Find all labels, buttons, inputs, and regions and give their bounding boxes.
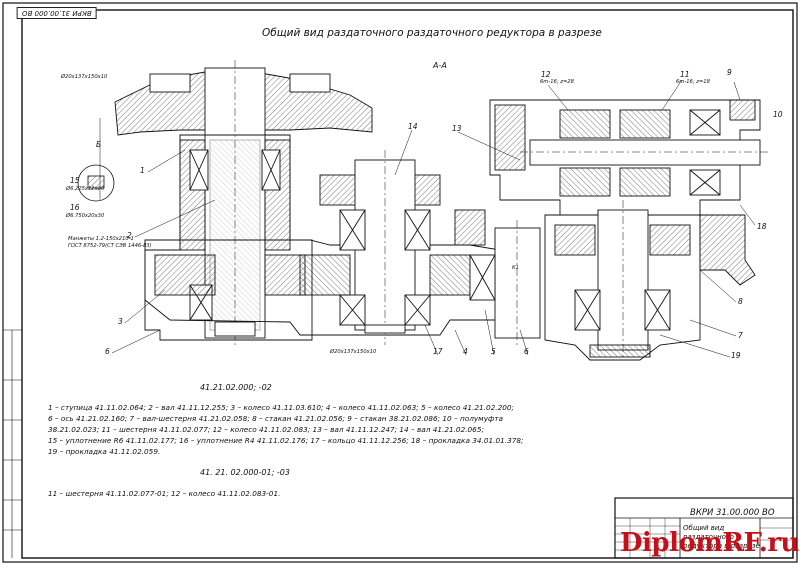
callout-1: 1 <box>140 166 145 175</box>
drawing-code-stamp: ВКРИ 31.00.000 ВО <box>17 7 97 19</box>
callout-6: 6 <box>524 347 529 356</box>
variant-heading-2: 41. 21. 02.000-01; -03 <box>200 468 290 477</box>
variant-heading-1: 41.21.02.000; -02 <box>200 383 272 392</box>
legend-line-3: 38.21.02.023; 11 – шестерня 41.11.02.077… <box>48 425 484 434</box>
variant-2-legend: 11 – шестерня 41.11.02.077-01; 12 – коле… <box>48 489 281 498</box>
upper-gear-assembly <box>489 99 770 286</box>
watermark-suffix: RF.ru <box>722 528 799 558</box>
callout-7: 7 <box>738 331 743 340</box>
callout-2: 2 <box>127 231 132 240</box>
hub-assembly <box>114 60 373 345</box>
lower-gear-assembly <box>544 200 701 361</box>
callout-b: Б <box>96 140 102 149</box>
callout-6-left: 6 <box>105 347 110 356</box>
callout-17: 17 <box>433 347 443 356</box>
callout-9: 9 <box>727 68 732 77</box>
leader-lines <box>99 79 756 358</box>
callout-8: 8 <box>738 297 743 306</box>
note-diameter-top: Ø20x137x150x10 <box>61 74 108 80</box>
section-label: А-А <box>433 61 447 70</box>
callout-5: 5 <box>491 347 496 356</box>
note-module-12: 6m-16; z=28 <box>540 79 574 85</box>
title-block-code: ВКРИ 31.00.000 ВО <box>690 508 775 518</box>
callout-15: 15 <box>70 176 80 185</box>
title-block-name: Общий вид раздаточного редуктора в разре… <box>683 524 760 550</box>
note-k1: К1 <box>512 265 519 271</box>
diplomrf-watermark: DiplomRF.ru <box>620 528 799 558</box>
callout-4: 4 <box>463 347 468 356</box>
inner-frame <box>21 9 794 559</box>
callout-14: 14 <box>408 122 418 131</box>
legend-line-1: 1 – ступица 41.11.02.064; 2 – вал 41.11.… <box>48 403 514 412</box>
legend-line-4: 15 – уплотнение R6 41.11.02.177; 16 – уп… <box>48 436 524 445</box>
note-seal-15: Ø6.225x12x20 <box>66 186 105 192</box>
drawing-title: Общий вид раздаточного раздаточного реду… <box>262 27 602 39</box>
note-diameter-bottom: Ø20x137x150x10 <box>330 349 377 355</box>
title-block-frame <box>614 497 794 559</box>
callout-3: 3 <box>118 317 123 326</box>
note-module-11: 6m-16; z=18 <box>676 79 710 85</box>
legend-line-2: 6 – ось 41.21.02.160; 7 – вал-шестерня 4… <box>48 414 503 423</box>
note-cuff: Манжеты 1.2-150x210-1 <box>68 236 134 242</box>
callout-16: 16 <box>70 203 80 212</box>
left-strip <box>3 329 22 558</box>
note-seal-16: Ø6.750x20x30 <box>66 213 105 219</box>
callout-13: 13 <box>452 124 462 133</box>
callout-19: 19 <box>731 351 741 360</box>
callout-11: 11 <box>680 70 690 79</box>
callout-10: 10 <box>773 110 783 119</box>
gear-train-housing <box>144 150 541 345</box>
legend-line-5: 19 – прокладка 41.11.02.059. <box>48 447 161 456</box>
detail-b <box>77 164 115 202</box>
note-gost: ГОСТ 8752-79(СТ СЭВ 1446-83) <box>68 243 152 249</box>
callout-18: 18 <box>757 222 767 231</box>
watermark-main: Diplom <box>620 528 723 558</box>
callout-12: 12 <box>541 70 551 79</box>
